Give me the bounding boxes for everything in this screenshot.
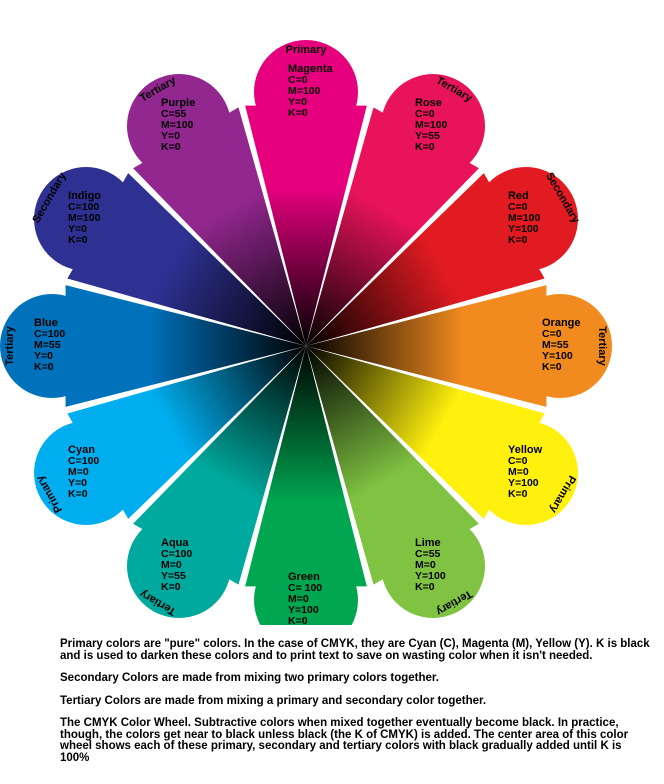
petal-value-cyan: C=100 [68,455,99,467]
petal-blue [0,294,104,398]
petal-value-orange: Y=100 [542,350,573,362]
petal-name-magenta: Magenta [288,63,334,75]
petal-value-magenta: Y=0 [288,96,307,108]
petal-value-indigo: M=100 [68,212,101,224]
wedge-orange [306,285,547,407]
petal-value-lime: K=0 [415,581,435,593]
petal-value-yellow: Y=100 [508,477,539,489]
petal-value-lime: Y=100 [415,570,446,582]
petal-name-indigo: Indigo [68,190,101,202]
petal-value-yellow: K=0 [508,488,528,500]
petal-name-cyan: Cyan [68,444,95,456]
petal-value-magenta: C=0 [288,74,308,86]
wheel-petals: MagentaC=0M=100Y=0K=0RoseC=0M=100Y=55K=0… [0,40,612,625]
petal-value-indigo: Y=0 [68,223,87,235]
petal-value-blue: K=0 [34,361,54,373]
primary-colors-note: Primary colors are "pure" colors. In the… [60,638,650,662]
petal-name-yellow: Yellow [508,444,543,456]
petal-value-aqua: Y=55 [161,570,186,582]
petal-value-rose: C=0 [415,108,435,120]
petal-value-green: M=0 [288,593,309,605]
petal-value-magenta: M=100 [288,85,321,97]
ring-label-primary: Primary [286,44,328,56]
wheel-wedges [65,105,547,587]
explanation-text: Primary colors are "pure" colors. In the… [60,638,652,775]
petal-value-aqua: M=0 [161,559,182,571]
petal-value-lime: M=0 [415,559,436,571]
petal-value-orange: C=0 [542,328,562,340]
petal-value-red: K=0 [508,234,528,246]
petal-value-yellow: C=0 [508,455,528,467]
petal-value-aqua: K=0 [161,581,181,593]
petal-value-magenta: K=0 [288,107,308,119]
petal-green [254,548,358,625]
petal-value-yellow: M=0 [508,466,529,478]
petal-value-blue: C=100 [34,328,65,340]
petal-value-red: M=100 [508,212,541,224]
petal-value-orange: M=55 [542,339,569,351]
petal-value-red: C=0 [508,201,528,213]
petal-red [473,167,578,271]
petal-value-orange: K=0 [542,361,562,373]
cmyk-color-wheel: MagentaC=0M=100Y=0K=0RoseC=0M=100Y=55K=0… [0,40,612,625]
petal-value-blue: Y=0 [34,350,53,362]
petal-value-cyan: M=0 [68,466,89,478]
ring-label-tertiary: Tertiary [4,325,16,365]
petal-value-lime: C=55 [415,548,441,560]
petal-name-rose: Rose [415,97,442,109]
petal-yellow [473,421,578,525]
petal-value-green: K=0 [288,615,308,625]
petal-value-cyan: Y=0 [68,477,87,489]
petal-rose [381,74,485,179]
petal-value-rose: K=0 [415,141,435,153]
secondary-colors-note: Secondary Colors are made from mixing tw… [60,672,439,684]
petal-value-green: C= 100 [288,582,322,594]
wedge-blue [65,285,307,407]
petal-name-green: Green [288,571,320,583]
color-wheel-note: The CMYK Color Wheel. Subtractive colors… [60,717,629,764]
petal-value-indigo: K=0 [68,234,88,246]
petal-name-purple: Purple [161,97,195,109]
petal-value-purple: Y=0 [161,130,180,142]
petal-value-red: Y=100 [508,223,539,235]
petal-name-blue: Blue [34,317,58,329]
petal-name-lime: Lime [415,537,441,549]
petal-value-aqua: C=100 [161,548,192,560]
petal-lime [381,513,485,618]
petal-orange [508,294,612,398]
wedge-green [245,346,367,587]
ring-label-tertiary: Tertiary [596,326,608,366]
petal-name-orange: Orange [542,317,581,329]
petal-value-blue: M=55 [34,339,61,351]
petal-magenta [254,40,358,144]
petal-name-red: Red [508,190,529,202]
petal-value-rose: Y=55 [415,130,440,142]
petal-purple [127,74,231,179]
wedge-magenta [245,105,367,347]
tertiary-colors-note: Tertiary Colors are made from mixing a p… [60,694,487,707]
petal-value-purple: C=55 [161,108,187,120]
petal-value-purple: M=100 [161,119,194,131]
petal-name-aqua: Aqua [161,537,189,549]
petal-aqua [127,513,231,618]
petal-value-rose: M=100 [415,119,448,131]
petal-value-purple: K=0 [161,141,181,153]
petal-value-cyan: K=0 [68,488,88,500]
petal-value-indigo: C=100 [68,201,99,213]
petal-value-green: Y=100 [288,604,319,616]
petal-indigo [34,167,139,271]
petal-cyan [34,421,139,525]
